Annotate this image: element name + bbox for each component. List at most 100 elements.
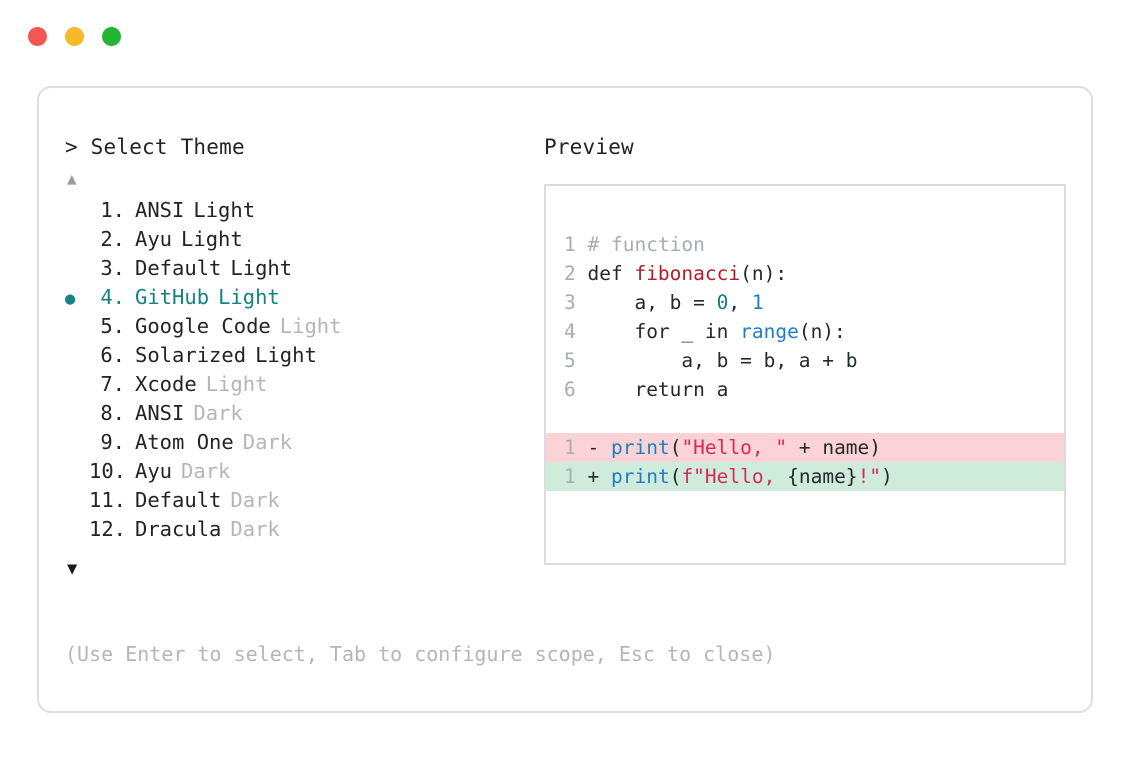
theme-list-item[interactable]: ●10. Ayu Dark: [65, 457, 535, 486]
keyboard-hint: (Use Enter to select, Tab to configure s…: [65, 642, 776, 666]
selected-bullet-icon: ●: [65, 488, 89, 517]
code-token: range: [740, 320, 799, 343]
theme-item-index: 1.: [100, 198, 125, 222]
line-number: 2: [564, 262, 576, 285]
theme-item-variant: Light: [181, 227, 243, 251]
theme-item-variant: Dark: [181, 459, 231, 483]
code-token: # function: [587, 233, 705, 256]
theme-item-variant: Dark: [230, 517, 280, 541]
theme-item-name: Default: [135, 256, 222, 280]
theme-item-index: 9.: [100, 430, 125, 454]
theme-item-name: Google Code: [135, 314, 271, 338]
line-number: 4: [564, 320, 576, 343]
selected-bullet-icon: ●: [65, 430, 89, 459]
theme-item-variant: Dark: [193, 401, 243, 425]
theme-item-variant: Dark: [230, 488, 280, 512]
theme-selector-card: > Select Theme ▲ ●1.ANSILight●2.AyuLight…: [37, 86, 1093, 713]
theme-item-variant: Light: [218, 285, 280, 309]
theme-list-item[interactable]: ●12. Dracula Dark: [65, 515, 535, 544]
code-line: 1 # function: [546, 230, 1064, 259]
code-token: def: [575, 262, 635, 285]
line-number: 5: [564, 349, 576, 372]
theme-item-index: 8.: [100, 401, 125, 425]
theme-item-index: 3.: [100, 256, 125, 280]
selected-bullet-icon: ●: [65, 517, 89, 546]
window-titlebar: [28, 27, 121, 46]
theme-item-name: Xcode: [135, 372, 197, 396]
selected-bullet-icon: ●: [65, 256, 89, 285]
theme-item-index: 12.: [89, 517, 127, 541]
theme-item-variant: Dark: [242, 430, 293, 454]
theme-item-name: Solarized: [135, 343, 247, 367]
code-token: for _ in: [575, 320, 741, 343]
theme-item-name: Dracula: [135, 517, 222, 541]
theme-item-index: 2.: [100, 227, 125, 251]
code-token: !": [857, 465, 882, 488]
code-token: print: [610, 465, 670, 488]
code-line-blank: [546, 404, 1064, 433]
theme-list-item[interactable]: ● 9. Atom One Dark: [65, 428, 535, 457]
theme-list-item[interactable]: ● 4. GitHub Light: [65, 283, 535, 312]
theme-item-index: 6.: [100, 343, 125, 367]
code-line: 5 a, b = b, a + b: [546, 346, 1064, 375]
theme-list-pane: > Select Theme ▲ ●1.ANSILight●2.AyuLight…: [65, 134, 535, 578]
code-token: (n):: [740, 262, 788, 285]
code-token: (n):: [798, 320, 846, 343]
scroll-up-icon[interactable]: ▲: [67, 169, 77, 188]
selected-bullet-icon: ●: [65, 227, 89, 256]
theme-item-variant: Light: [230, 256, 293, 280]
code-line: 6 return a: [546, 375, 1064, 404]
code-token: 1: [751, 291, 764, 314]
code-token: ): [881, 465, 893, 488]
page-title: > Select Theme: [65, 135, 245, 159]
selected-bullet-icon: ●: [65, 401, 89, 430]
theme-item-index: 7.: [100, 372, 125, 396]
scroll-down-icon[interactable]: ▼: [67, 559, 78, 579]
code-token: print: [610, 436, 670, 459]
maximize-dot[interactable]: [102, 27, 121, 46]
theme-item-name: Ayu: [135, 459, 173, 483]
code-token: a, b = b, a + b: [575, 349, 858, 372]
selected-bullet-icon: ●: [65, 314, 89, 343]
theme-item-index: 11.: [89, 488, 127, 512]
code-token: fibonacci: [634, 262, 741, 285]
theme-list: ●1.ANSILight●2.AyuLight●3.DefaultLight●4…: [65, 196, 535, 544]
code-token: a, b =: [575, 291, 717, 314]
code-token: {name}: [787, 465, 858, 488]
theme-list-item[interactable]: ● 3. Default Light: [65, 254, 535, 283]
theme-item-variant: Light: [205, 372, 268, 396]
line-number: 6: [564, 378, 576, 401]
code-token: + name): [787, 436, 882, 459]
code-token: f"Hello,: [681, 465, 788, 488]
line-number: 3: [564, 291, 576, 314]
code-token: 0: [716, 291, 729, 314]
code-token: (: [669, 465, 682, 488]
code-line: 3 a, b = 0, 1: [546, 288, 1064, 317]
theme-item-variant: Light: [193, 198, 256, 222]
theme-item-index: 5.: [100, 314, 125, 338]
theme-item-index: 10.: [89, 459, 127, 483]
theme-item-name: GitHub: [135, 285, 210, 309]
theme-item-variant: Light: [279, 314, 342, 338]
theme-item-name: Atom One: [135, 430, 234, 454]
code-line: 4 for _ in range(n):: [546, 317, 1064, 346]
selected-bullet-icon: ●: [65, 198, 89, 227]
theme-item-variant: Light: [255, 343, 317, 367]
minimize-dot[interactable]: [65, 27, 84, 46]
preview-title: Preview: [544, 135, 634, 159]
close-dot[interactable]: [28, 27, 47, 46]
code-line: 2 def fibonacci(n):: [546, 259, 1064, 288]
theme-list-item[interactable]: ● 5. Google Code Light: [65, 312, 535, 341]
selected-bullet-icon: ●: [65, 459, 89, 488]
theme-item-index: 4.: [100, 285, 125, 309]
selected-bullet-icon: ●: [65, 289, 76, 309]
